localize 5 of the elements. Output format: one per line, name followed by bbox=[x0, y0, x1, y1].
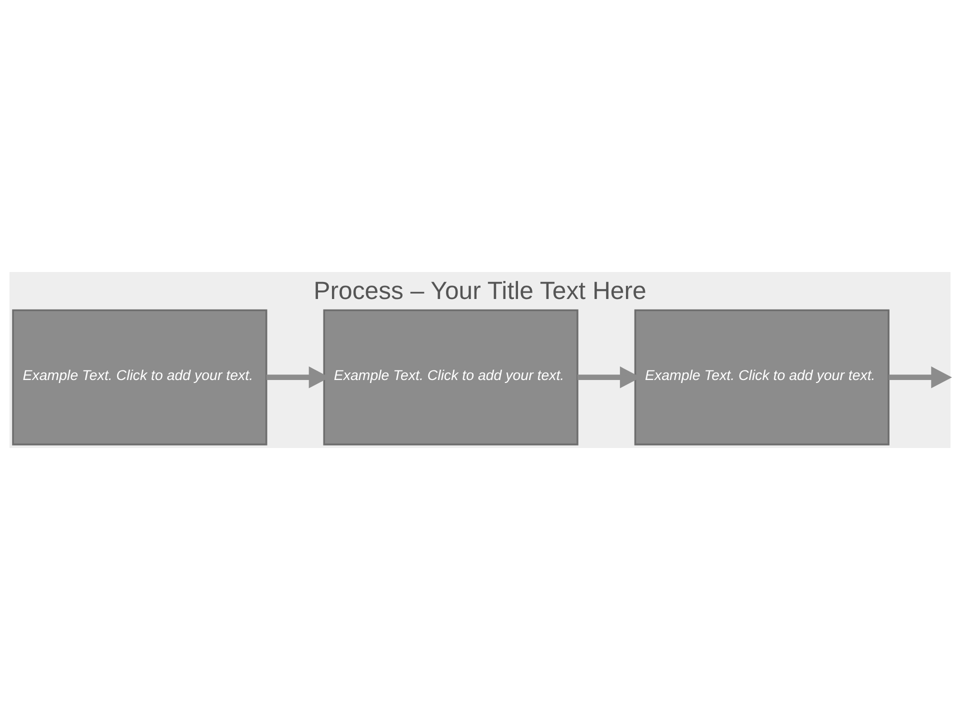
node-box: Example Text. Click to add your text. bbox=[323, 309, 578, 446]
diagram-title: Process – Your Title Text Here bbox=[314, 277, 646, 306]
node-box: Example Text. Click to add your text. bbox=[12, 309, 268, 446]
arrow bbox=[888, 366, 952, 388]
node-box: Example Text. Click to add your text. bbox=[634, 309, 890, 446]
